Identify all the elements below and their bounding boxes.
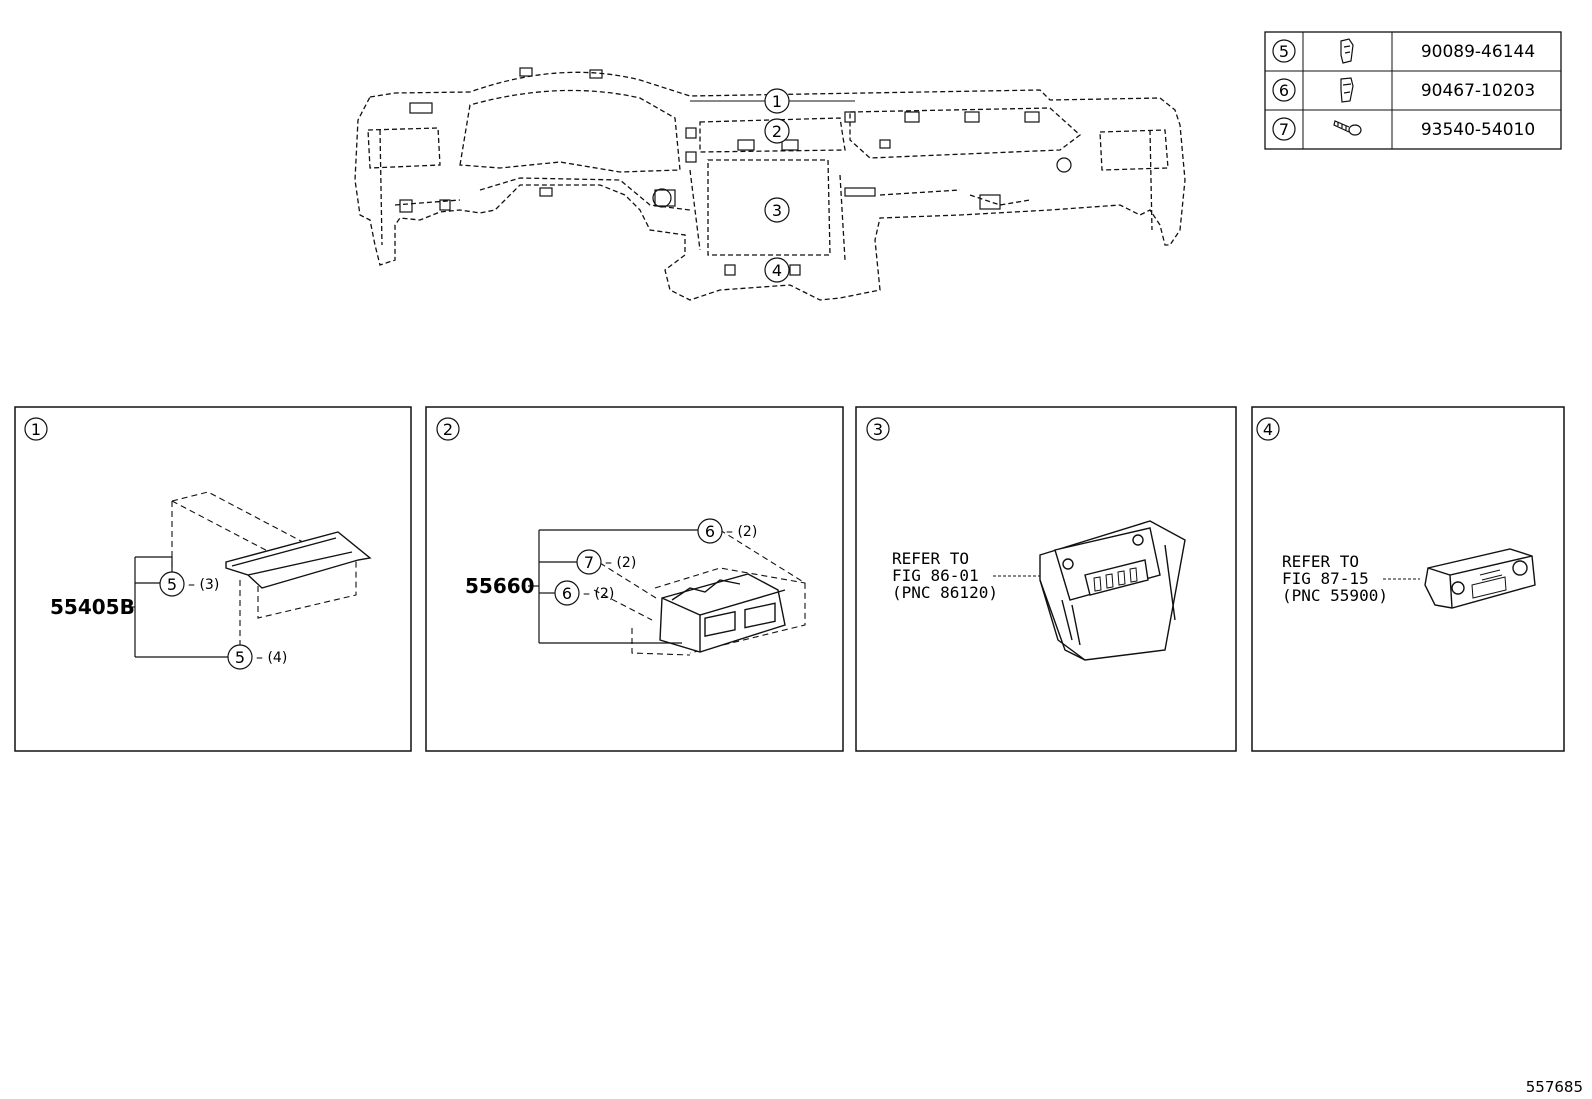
legend-part-no: 90467-10203 — [1421, 81, 1535, 101]
mounting-guide-lines — [593, 529, 806, 656]
screw-icon — [1333, 120, 1362, 136]
refer-to-label: REFER TO — [1282, 552, 1359, 571]
callout-qty: – (2) — [583, 586, 614, 602]
overview-callout-2: 2 — [764, 118, 790, 144]
callout-5: 5 – (4) — [227, 644, 287, 670]
overview-callout-2-label: 2 — [772, 122, 782, 141]
callout-5: 5 – (3) — [159, 571, 219, 597]
callout-qty: – (3) — [188, 577, 219, 593]
overview-callout-1-label: 1 — [772, 92, 782, 111]
legend-part-no: 93540-54010 — [1421, 120, 1535, 140]
callout-ref: 7 — [584, 553, 594, 572]
panel-3: 3 REFER TO FIG 86-01 (PNC 86120) — [855, 406, 1237, 752]
panel-2-number: 2 — [443, 420, 453, 439]
callout-ref: 5 — [235, 648, 245, 667]
overview-callout-4: 4 — [764, 257, 790, 283]
legend-ref-7: 7 — [1279, 120, 1289, 139]
callout-6: 6 – (2) — [554, 580, 614, 606]
callout-7: 7 – (2) — [576, 549, 636, 575]
refer-fig-label: FIG 87-15 — [1282, 569, 1369, 588]
center-cluster-panel — [1039, 520, 1186, 661]
callout-ref: 6 — [562, 584, 572, 603]
legend-part-no: 90089-46144 — [1421, 42, 1535, 62]
panel-4-number: 4 — [1263, 420, 1273, 439]
callout-qty: – (4) — [256, 650, 287, 666]
refer-pnc-label: (PNC 55900) — [1282, 586, 1388, 605]
reference-note: REFER TO FIG 86-01 (PNC 86120) — [892, 549, 998, 602]
callout-qty: – (2) — [726, 524, 757, 540]
panel-4: 4 REFER TO FIG 87-15 (PNC 55900) — [1251, 406, 1565, 752]
legend-row-5: 5 90089-46144 — [1272, 38, 1535, 64]
reference-note: REFER TO FIG 87-15 (PNC 55900) — [1282, 552, 1388, 605]
overview-callout-4-label: 4 — [772, 261, 782, 280]
main-part-label: 55405B — [50, 595, 135, 619]
dashboard-brackets — [399, 67, 1072, 276]
overview-callout-1: 1 — [690, 88, 855, 114]
clip-icon — [1340, 38, 1354, 64]
panel-1: 1 55405B 5 – (3) 5 — [14, 406, 412, 752]
overview-callout-3: 3 — [764, 197, 790, 223]
upper-garnish — [225, 531, 372, 589]
panel-2: 2 55660 6 – — [425, 406, 844, 752]
legend-ref-6: 6 — [1279, 81, 1289, 100]
overview-callout-3-label: 3 — [772, 201, 782, 220]
callout-6: 6 – (2) — [697, 518, 757, 544]
center-register — [659, 573, 786, 653]
legend-ref-5: 5 — [1279, 42, 1289, 61]
figure-id: 557685 — [1526, 1078, 1583, 1096]
legend-row-7: 7 93540-54010 — [1272, 117, 1535, 141]
refer-fig-label: FIG 86-01 — [892, 566, 979, 585]
callout-qty: – (2) — [605, 555, 636, 571]
legend-row-6: 6 90467-10203 — [1272, 77, 1535, 103]
panel-3-number: 3 — [873, 420, 883, 439]
legend-table: 5 90089-46144 6 90467-10203 7 9 — [1264, 31, 1562, 150]
overview-callouts: 1 2 3 4 — [690, 88, 855, 283]
heater-control-panel — [1424, 548, 1536, 609]
refer-to-label: REFER TO — [892, 549, 969, 568]
callout-ref: 5 — [167, 575, 177, 594]
refer-pnc-label: (PNC 86120) — [892, 583, 998, 602]
callout-ref: 6 — [705, 522, 715, 541]
clip-icon — [1340, 77, 1354, 103]
panel-1-number: 1 — [31, 420, 41, 439]
main-part-label: 55660 — [465, 574, 535, 598]
